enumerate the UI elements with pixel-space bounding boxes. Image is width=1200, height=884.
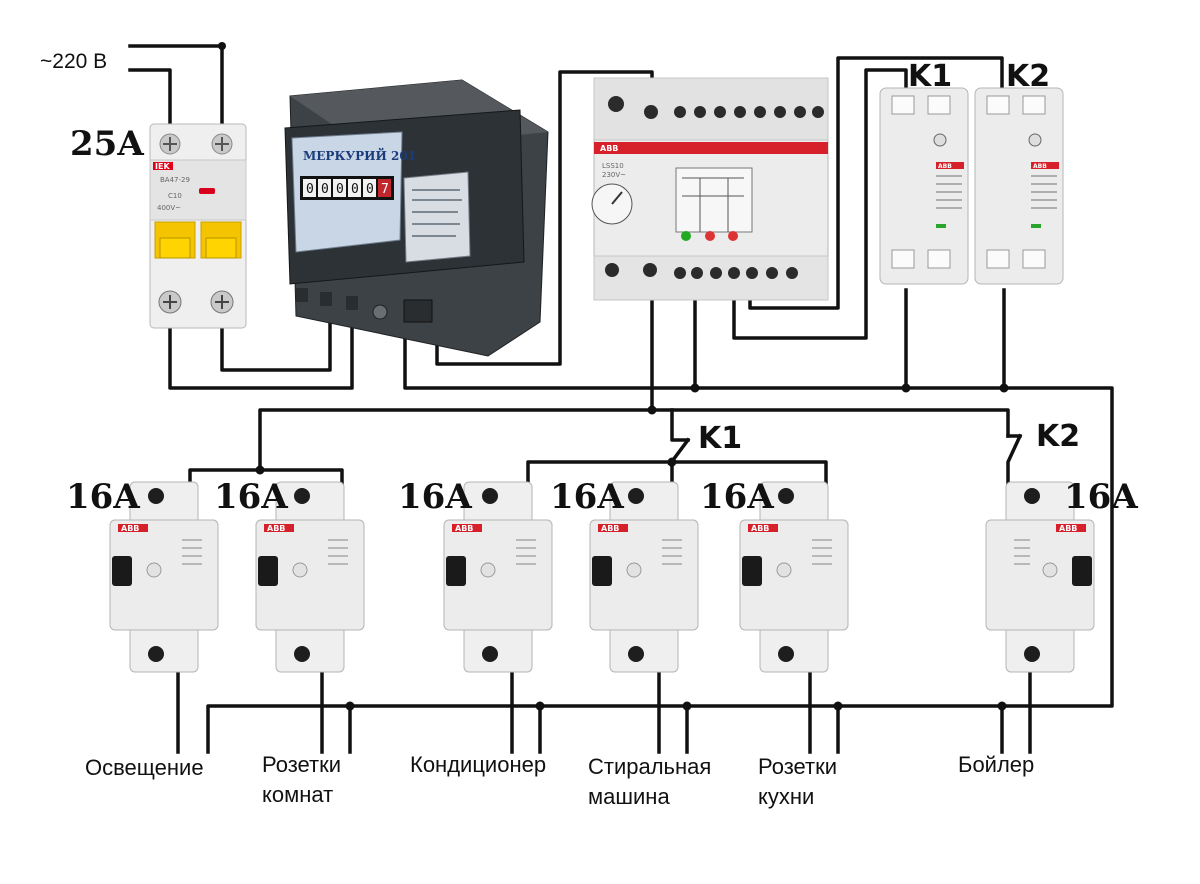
junction-dot bbox=[647, 405, 657, 415]
relay-bottom-terminals bbox=[674, 267, 798, 279]
load-label: машина bbox=[588, 784, 670, 809]
supply-wire-1 bbox=[128, 44, 224, 132]
wire-out-3 bbox=[510, 670, 542, 754]
load-label: Кондиционер bbox=[410, 752, 546, 777]
relay-red-strip bbox=[594, 142, 828, 154]
breaker-brand: ABB bbox=[121, 524, 139, 533]
meter-digit: 7 bbox=[381, 182, 389, 197]
branch-breaker-1: ABB 16A bbox=[66, 477, 219, 673]
main-breaker-brand: IEK bbox=[155, 162, 170, 171]
wire-relay-k2 bbox=[748, 56, 1004, 310]
wire-phase-bus bbox=[650, 408, 1010, 438]
wire-relay-k1 bbox=[732, 68, 908, 340]
load-label: Бойлер bbox=[958, 752, 1034, 777]
junction-dot bbox=[690, 383, 700, 393]
load-label: Стиральная bbox=[588, 754, 711, 779]
meter-digit: 0 bbox=[336, 182, 344, 197]
contactor-brand: ABB bbox=[938, 163, 952, 170]
load-label: комнат bbox=[262, 782, 333, 807]
wire-out-5 bbox=[808, 670, 840, 754]
wire-phase-left bbox=[258, 408, 654, 472]
breaker-rating: 16A bbox=[700, 477, 774, 517]
main-breaker-curve: C10 bbox=[168, 192, 182, 200]
relay-model: LSS10 bbox=[602, 162, 624, 170]
contactor-k2: ABB K2 bbox=[974, 59, 1064, 285]
branch-breaker-6: ABB 16A bbox=[985, 477, 1138, 673]
wire-meter-neutral bbox=[206, 326, 1114, 754]
breaker-toggle[interactable] bbox=[112, 556, 132, 586]
meter-digit: 0 bbox=[321, 182, 329, 197]
load-label: кухни bbox=[758, 784, 814, 809]
junction-dot bbox=[218, 42, 226, 50]
branch-breaker-4: ABB 16A bbox=[550, 477, 699, 673]
load-label: Освещение bbox=[85, 755, 204, 780]
breaker-brand: ABB bbox=[267, 524, 285, 533]
junction-dot bbox=[255, 465, 265, 475]
wire-out-6 bbox=[1000, 670, 1032, 754]
breaker-toggle[interactable] bbox=[1072, 556, 1092, 586]
breaker-brand: ABB bbox=[1059, 524, 1077, 533]
branch-breaker-3: ABB 16A bbox=[398, 477, 553, 673]
main-breaker-model: ВА47-29 bbox=[160, 176, 190, 184]
supply-wire-2 bbox=[128, 68, 172, 132]
breaker-brand: ABB bbox=[601, 524, 619, 533]
branch-breaker-2: ABB 16A bbox=[214, 477, 365, 673]
contactor-brand: ABB bbox=[1033, 163, 1047, 170]
load-label: Розетки bbox=[262, 752, 341, 777]
breaker-toggle[interactable] bbox=[446, 556, 466, 586]
main-breaker-spec: 400V~ bbox=[157, 204, 181, 212]
wire-out-2 bbox=[320, 670, 352, 754]
breaker-brand: ABB bbox=[455, 524, 473, 533]
load-label: Розетки bbox=[758, 754, 837, 779]
load-relay: ABB LSS10 230V~ bbox=[591, 77, 829, 301]
breaker-toggle[interactable] bbox=[592, 556, 612, 586]
breaker-rating: 16A bbox=[66, 477, 140, 517]
junction-dot bbox=[833, 701, 843, 711]
wire-k2-switch bbox=[1006, 433, 1023, 492]
breaker-rating: 16A bbox=[214, 477, 288, 517]
relay-top-terminals bbox=[674, 106, 824, 118]
meter-digit: 0 bbox=[351, 182, 359, 197]
contactor-label-k2: K2 bbox=[1006, 59, 1050, 94]
wire-k1-contact bbox=[670, 408, 690, 442]
contactor-label-k1: K1 bbox=[908, 59, 952, 94]
breaker-toggle[interactable] bbox=[258, 556, 278, 586]
wire-breaker-meter-1 bbox=[168, 320, 354, 390]
junction-dot bbox=[345, 701, 355, 711]
contactor-k1: ABB K1 bbox=[879, 59, 969, 285]
load-labels: Освещение Розетки комнат Кондиционер Стираль… bbox=[85, 752, 1034, 809]
wire-out-4 bbox=[657, 670, 689, 754]
meter-brand: МЕРКУРИЙ 201 bbox=[303, 147, 416, 163]
junction-dot bbox=[901, 383, 911, 393]
wiring bbox=[128, 42, 1114, 754]
branch-breaker-5: ABB 16A bbox=[700, 477, 849, 673]
wire-breaker-meter-2 bbox=[220, 308, 332, 372]
breaker-rating: 16A bbox=[550, 477, 624, 517]
junction-dot bbox=[997, 701, 1007, 711]
relay-voltage: 230V~ bbox=[602, 171, 626, 179]
junction-dot bbox=[682, 701, 692, 711]
main-breaker: 25A IEK ВА47-29 C10 400V~ bbox=[70, 123, 247, 329]
k2-switch-label: K2 bbox=[1036, 419, 1080, 454]
breaker-rating: 16A bbox=[1064, 477, 1138, 517]
relay-brand: ABB bbox=[600, 144, 618, 153]
branch-breakers: ABB 16A ABB 16A ABB 16A ABB 16A ABB 16A ABB 16A bbox=[66, 477, 1138, 673]
junction-dot bbox=[999, 383, 1009, 393]
breaker-rating: 16A bbox=[398, 477, 472, 517]
wire-group1 bbox=[188, 468, 344, 492]
main-breaker-rating: 25A bbox=[70, 124, 144, 164]
meter-digit: 0 bbox=[366, 182, 374, 197]
breaker-brand: ABB bbox=[751, 524, 769, 533]
junction-dot bbox=[667, 457, 677, 467]
breaker-toggle[interactable] bbox=[742, 556, 762, 586]
junction-dot bbox=[535, 701, 545, 711]
supply-voltage-label: ~220 В bbox=[40, 50, 107, 73]
k1-switch-label: K1 bbox=[698, 421, 742, 456]
meter-digit: 0 bbox=[306, 182, 314, 197]
